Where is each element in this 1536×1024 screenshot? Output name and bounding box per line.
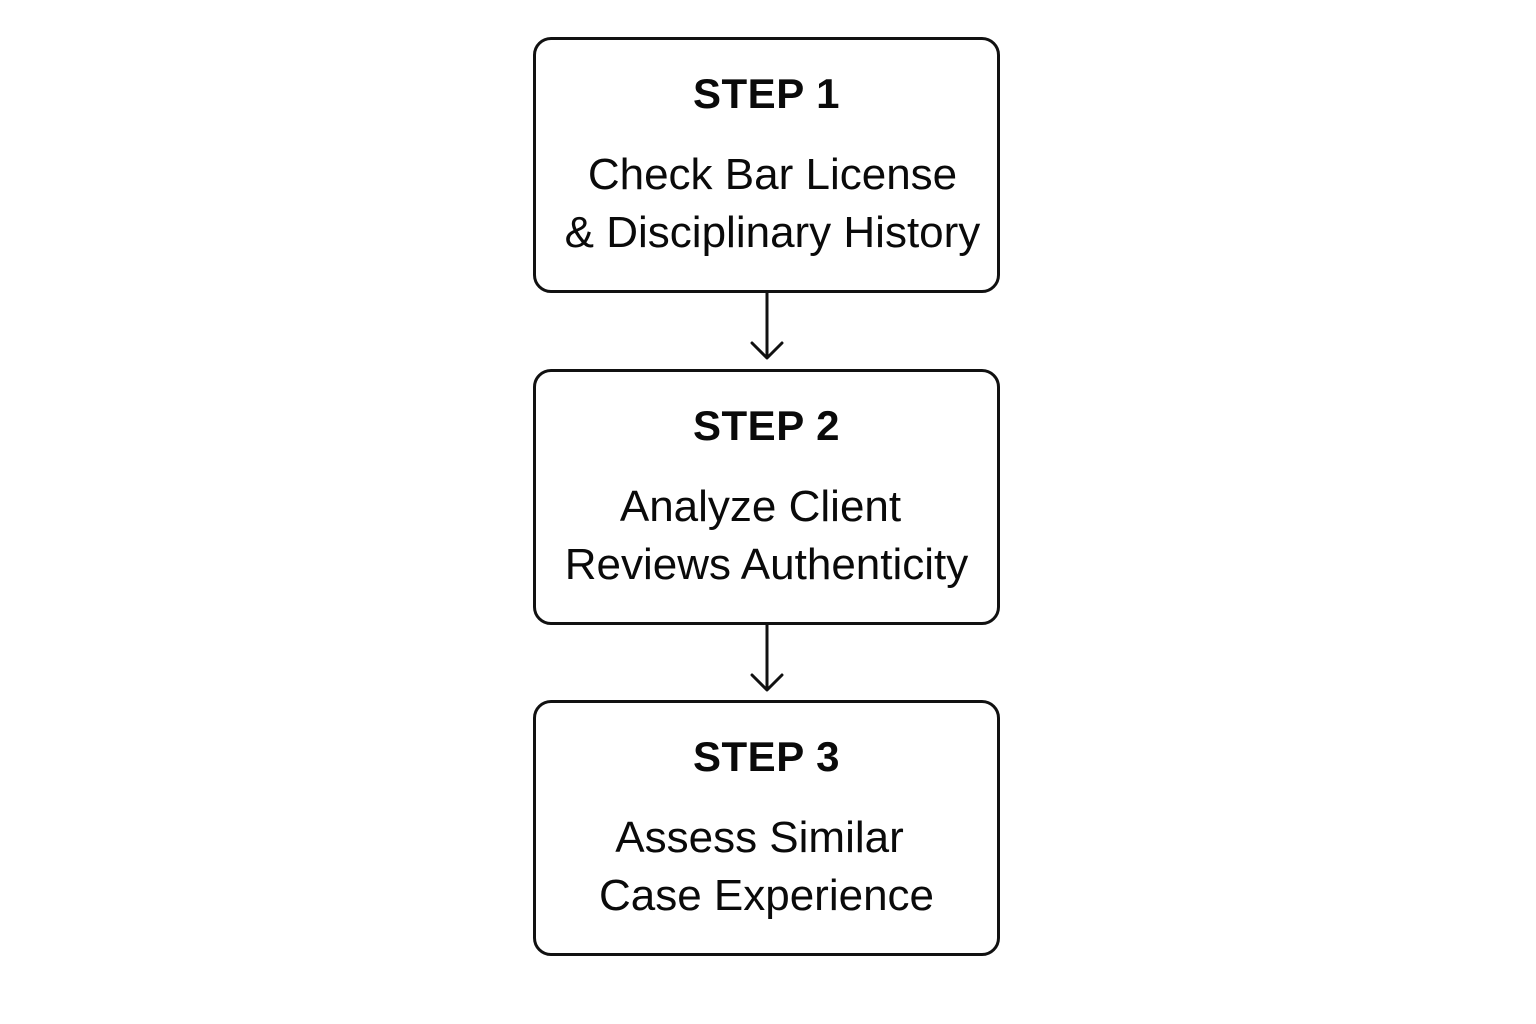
step-label-2: STEP 2 bbox=[693, 402, 840, 449]
step-description-3-line-2: Case Experience bbox=[598, 871, 935, 920]
step-description-2: Analyze Client Reviews Authenticity bbox=[536, 478, 997, 594]
arrow-step1-to-step2 bbox=[750, 291, 784, 360]
step-label-3: STEP 3 bbox=[693, 733, 840, 780]
step-description-3-line-1: Assess Similar bbox=[615, 813, 904, 862]
step-box-3: STEP 3 Assess Similar Case Experience bbox=[533, 700, 1000, 956]
step-box-2: STEP 2 Analyze Client Reviews Authentici… bbox=[533, 369, 1000, 625]
step-description-2-line-2: Reviews Authenticity bbox=[564, 540, 969, 589]
step-description-1-line-1: Check Bar License bbox=[587, 150, 958, 199]
step-description-1-line-2: & Disciplinary History bbox=[564, 208, 981, 257]
step-label-1: STEP 1 bbox=[693, 70, 840, 117]
step-description-3: Assess Similar Case Experience bbox=[536, 809, 997, 925]
arrow-step2-to-step3 bbox=[750, 623, 784, 692]
step-description-1: Check Bar License & Disciplinary History bbox=[536, 146, 997, 262]
step-description-2-line-1: Analyze Client bbox=[619, 482, 902, 531]
step-box-1: STEP 1 Check Bar License & Disciplinary … bbox=[533, 37, 1000, 293]
